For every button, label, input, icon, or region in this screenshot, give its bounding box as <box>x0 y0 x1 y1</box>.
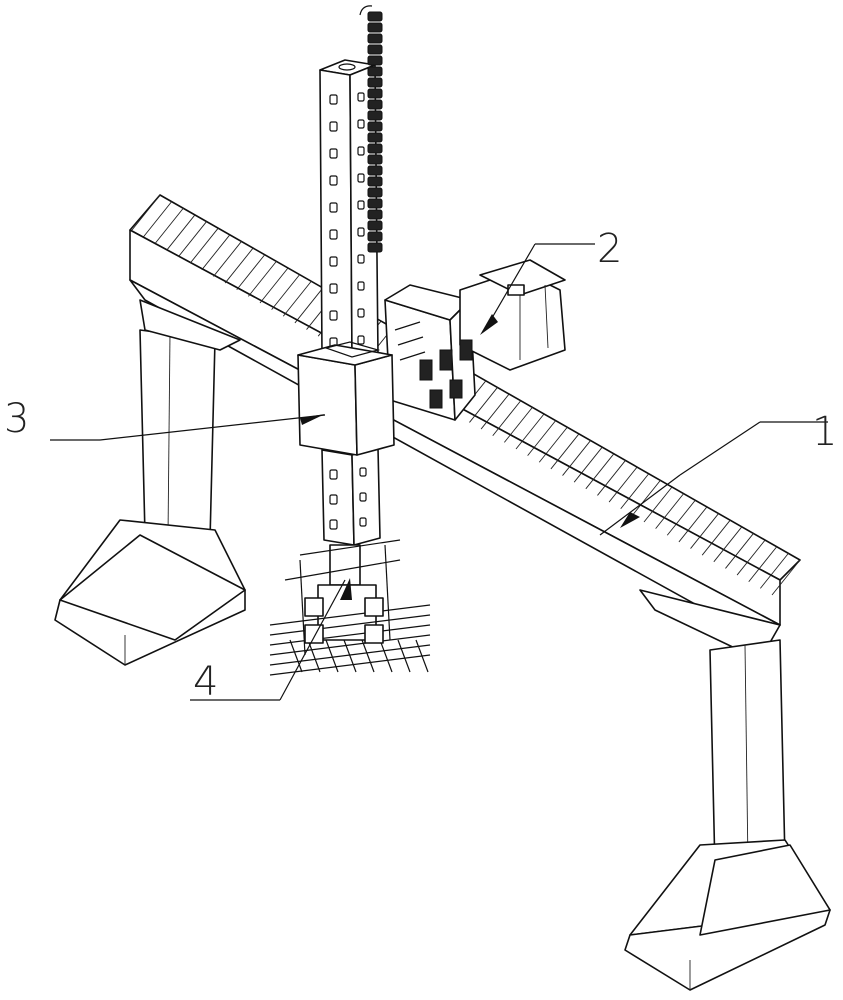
callout-label-3: 3 <box>4 396 29 442</box>
vertical-mast <box>320 6 382 545</box>
chain-link <box>368 133 382 142</box>
chain-link <box>368 243 382 252</box>
chain-link <box>368 78 382 87</box>
chain-link <box>368 56 382 65</box>
chain-link <box>368 199 382 208</box>
chain-link <box>368 155 382 164</box>
callout-label-2: 2 <box>597 226 622 272</box>
right-leg <box>625 640 830 990</box>
chain-link <box>368 100 382 109</box>
chain-link <box>368 188 382 197</box>
grid-rung <box>398 640 410 672</box>
chain-link <box>368 45 382 54</box>
chain-link <box>368 232 382 241</box>
carriage-assembly <box>385 260 565 420</box>
callout-label-4: 4 <box>193 659 218 705</box>
chain-link <box>368 111 382 120</box>
chain-link <box>368 210 382 219</box>
chain-link <box>368 12 382 21</box>
chain-link <box>368 23 382 32</box>
grid-bar <box>270 655 430 675</box>
slide-block <box>298 342 394 455</box>
left-leg <box>55 330 245 665</box>
chain-link <box>368 221 382 230</box>
chain-link <box>368 144 382 153</box>
callout-label-1: 1 <box>812 409 837 455</box>
chain-link <box>368 166 382 175</box>
gripper-assembly <box>270 540 430 675</box>
chain-link <box>368 67 382 76</box>
chain-link <box>368 177 382 186</box>
chain-link <box>368 122 382 131</box>
chain-link <box>368 89 382 98</box>
grid-rung <box>362 640 374 672</box>
grid-rung <box>290 640 302 672</box>
grid-rung <box>380 640 392 672</box>
chain-link <box>368 34 382 43</box>
